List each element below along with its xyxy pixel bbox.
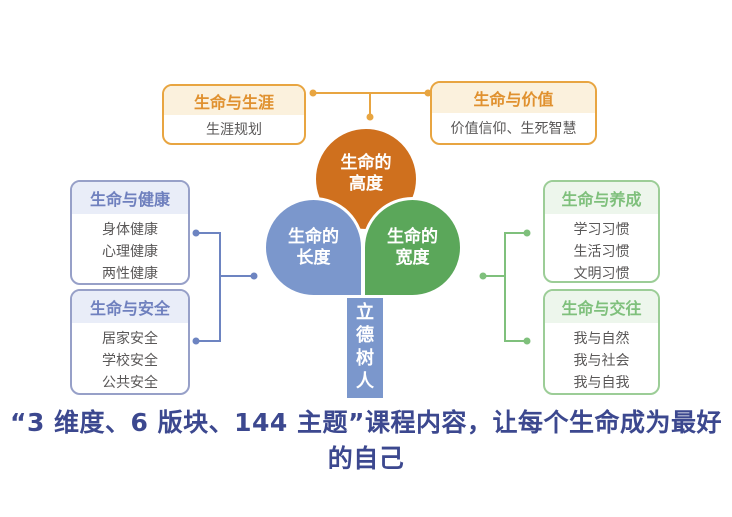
connector-right-vline <box>504 232 506 342</box>
connector-left-mid-hline <box>221 275 253 277</box>
box-life-safety-items: 居家安全 学校安全 公共安全 <box>72 323 188 393</box>
list-item: 公共安全 <box>102 375 158 391</box>
petal-label-line1: 生命的 <box>387 227 438 247</box>
stem-char: 树 <box>356 348 374 369</box>
connector-left-lower-dot <box>192 337 200 345</box>
petal-label-line2: 高度 <box>349 174 383 194</box>
box-life-health-items: 身体健康 心理健康 两性健康 <box>72 214 188 283</box>
box-life-value: 生命与价值 价值信仰、生死智慧 <box>430 81 597 145</box>
petal-label-line1: 生命的 <box>340 153 392 173</box>
box-life-health-title: 生命与健康 <box>72 182 188 214</box>
stem-char: 德 <box>356 325 374 346</box>
list-item: 心理健康 <box>102 244 158 260</box>
list-item: 生活习惯 <box>573 244 630 260</box>
petal-life-length: 生命的 长度 <box>263 197 364 298</box>
connector-right-mid-dot <box>479 272 487 280</box>
connector-left-lower-hline <box>195 340 221 342</box>
box-life-safety: 生命与安全 居家安全 学校安全 公共安全 <box>70 289 190 395</box>
connector-right-mid-hline <box>482 275 505 277</box>
list-item: 文明习惯 <box>573 266 630 282</box>
box-life-value-title: 生命与价值 <box>432 83 595 113</box>
box-life-value-item: 价值信仰、生死智慧 <box>450 121 577 137</box>
box-life-career-item: 生涯规划 <box>206 122 262 138</box>
list-item: 学习习惯 <box>573 222 630 238</box>
box-life-social-items: 我与自然 我与社会 我与自我 <box>545 323 658 393</box>
stem-char: 人 <box>356 371 374 392</box>
connector-top-vline <box>369 93 371 115</box>
box-life-safety-title: 生命与安全 <box>72 291 188 323</box>
caption: “3 维度、6 版块、144 主题”课程内容，让每个生命成为最好的自己 <box>10 408 722 473</box>
petal-label-line2: 宽度 <box>395 248 430 268</box>
list-item: 居家安全 <box>102 331 158 347</box>
petal-label-line1: 生命的 <box>288 227 339 247</box>
connector-top-right-dot <box>424 89 432 97</box>
petal-label-line2: 长度 <box>296 248 331 268</box>
flower-stem: 立 德 树 人 <box>347 296 383 398</box>
connector-top-left-dot <box>309 89 317 97</box>
list-item: 我与自我 <box>573 375 630 391</box>
list-item: 两性健康 <box>102 266 158 282</box>
petal-life-height-label: 生命的 高度 <box>316 153 416 195</box>
list-item: 我与社会 <box>573 353 630 369</box>
stem-char: 立 <box>356 302 374 323</box>
connector-right-lower-dot <box>523 337 531 345</box>
box-life-health: 生命与健康 身体健康 心理健康 两性健康 <box>70 180 190 285</box>
connector-left-upper-hline <box>195 232 221 234</box>
box-life-career: 生命与生涯 生涯规划 <box>162 84 306 145</box>
connector-left-upper-dot <box>192 229 200 237</box>
list-item: 学校安全 <box>102 353 158 369</box>
box-life-career-title: 生命与生涯 <box>164 86 304 115</box>
petal-life-width-label: 生命的 宽度 <box>365 227 460 269</box>
box-life-habits-items: 学习习惯 生活习惯 文明习惯 <box>545 214 658 282</box>
connector-right-lower-hline <box>506 340 528 342</box>
box-life-habits-title: 生命与养成 <box>545 182 658 214</box>
connector-left-mid-dot <box>250 272 258 280</box>
connector-top-center-dot <box>366 113 374 121</box>
connector-left-vline <box>219 232 221 342</box>
petal-life-width: 生命的 宽度 <box>362 197 463 298</box>
box-life-social: 生命与交往 我与自然 我与社会 我与自我 <box>543 289 660 395</box>
box-life-habits: 生命与养成 学习习惯 生活习惯 文明习惯 <box>543 180 660 283</box>
connector-right-upper-dot <box>523 229 531 237</box>
box-life-social-title: 生命与交往 <box>545 291 658 323</box>
list-item: 我与自然 <box>573 331 630 347</box>
petal-life-length-label: 生命的 长度 <box>266 227 361 269</box>
connector-right-upper-hline <box>506 232 528 234</box>
list-item: 身体健康 <box>102 222 158 238</box>
